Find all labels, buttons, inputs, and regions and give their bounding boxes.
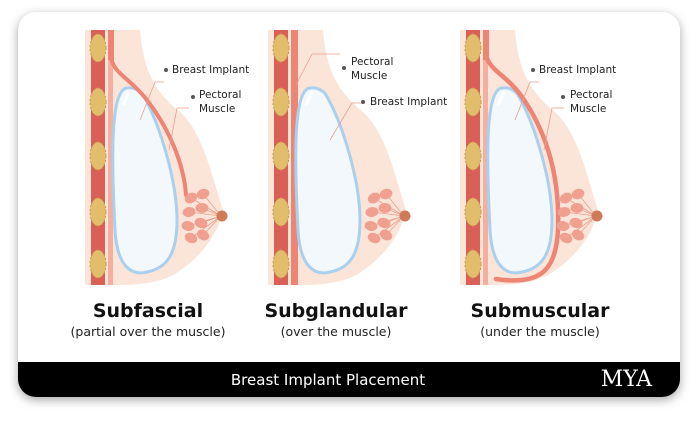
mammary-lobule	[569, 217, 583, 229]
muscle-label-line1: Pectoral	[570, 89, 613, 101]
infographic-card: Breast Implant Pectoral Muscle Subfascia…	[18, 12, 680, 397]
mammary-lobule	[571, 188, 585, 200]
mammary-lobule	[377, 217, 391, 229]
leader-line	[514, 81, 539, 121]
mammary-lobule	[559, 232, 573, 244]
subglandular-subtitle: (over the muscle)	[280, 324, 392, 339]
label-dot	[191, 95, 195, 99]
mammary-lobule	[379, 229, 393, 241]
implant-highlight	[496, 91, 506, 106]
mammary-lobule	[367, 232, 381, 244]
fat-tissue	[464, 87, 482, 117]
label-dot	[361, 100, 365, 104]
submuscular-subtitle: (under the muscle)	[480, 324, 600, 339]
leader-line	[543, 107, 564, 151]
submuscular-diagram	[460, 30, 650, 285]
subfascial-diagram	[85, 30, 275, 285]
nipple	[591, 210, 603, 222]
milk-duct	[373, 215, 405, 239]
label-dot	[561, 95, 565, 99]
muscle-label-line2: Muscle	[570, 103, 607, 115]
pectoral-muscle-base	[108, 30, 114, 60]
fat-tissue	[464, 249, 482, 279]
mammary-lobule	[570, 203, 584, 213]
breast-implant	[294, 86, 362, 275]
footer-bar: Breast Implant Placement MYA	[18, 362, 680, 397]
mammary-lobule	[379, 188, 393, 200]
milk-duct	[190, 215, 222, 239]
mammary-lobule	[364, 220, 378, 232]
subfascial-subtitle: (partial over the muscle)	[70, 324, 226, 339]
nipple	[399, 210, 411, 222]
implant-label: Breast Implant	[539, 64, 617, 76]
implant-label: Breast Implant	[370, 96, 448, 108]
label-dot	[164, 68, 168, 72]
subglandular-diagram	[268, 30, 458, 285]
label-dot	[342, 66, 346, 70]
mammary-lobule	[556, 220, 570, 232]
fat-tissue	[272, 249, 290, 279]
mammary-lobule	[367, 192, 381, 204]
subglandular-title: Subglandular	[264, 300, 408, 322]
fat-tissue	[464, 33, 482, 63]
implant-highlight	[304, 91, 314, 106]
nipple	[216, 210, 228, 222]
fat-tissue	[272, 87, 290, 117]
submuscular-title: Submuscular	[470, 300, 610, 322]
mammary-lobule	[184, 192, 198, 204]
mammary-lobule	[182, 206, 196, 218]
mammary-lobule	[181, 220, 195, 232]
leader-line	[139, 81, 164, 121]
mammary-lobule	[557, 206, 571, 218]
fat-tissue	[89, 249, 107, 279]
subfascial-title: Subfascial	[92, 300, 204, 322]
mammary-lobule	[378, 203, 392, 213]
brand-logo: MYA	[600, 367, 652, 392]
mammary-lobule	[559, 192, 573, 204]
fat-tissue	[464, 197, 482, 227]
label-dot	[531, 68, 535, 72]
fat-tissue	[89, 33, 107, 63]
mammary-lobule	[195, 203, 209, 213]
mammary-lobule	[196, 188, 210, 200]
fat-tissue	[272, 197, 290, 227]
mammary-lobule	[196, 229, 210, 241]
implant-label: Breast Implant	[172, 64, 250, 76]
leader-line	[295, 53, 340, 86]
mammary-lobule	[571, 229, 585, 241]
leader-line	[329, 102, 361, 141]
fat-tissue	[272, 33, 290, 63]
leader-line	[168, 107, 189, 151]
fat-tissue	[272, 141, 290, 171]
fat-tissue	[89, 197, 107, 227]
fat-tissue	[89, 87, 107, 117]
fat-tissue	[89, 141, 107, 171]
chest-muscle	[483, 60, 488, 285]
mammary-lobule	[184, 232, 198, 244]
pectoral-muscle	[109, 56, 188, 197]
fat-tissue	[464, 141, 482, 171]
muscle-label-line1: Pectoral	[351, 56, 394, 68]
muscle-label-line2: Muscle	[199, 103, 236, 115]
implant-highlight	[121, 91, 131, 106]
chest-muscle	[108, 60, 113, 285]
milk-duct	[565, 215, 597, 239]
muscle-label-line1: Pectoral	[199, 89, 242, 101]
footer-title: Breast Implant Placement	[230, 371, 426, 389]
muscle-label-line2: Muscle	[351, 70, 388, 82]
mammary-lobule	[365, 206, 379, 218]
mammary-lobule	[194, 217, 208, 229]
